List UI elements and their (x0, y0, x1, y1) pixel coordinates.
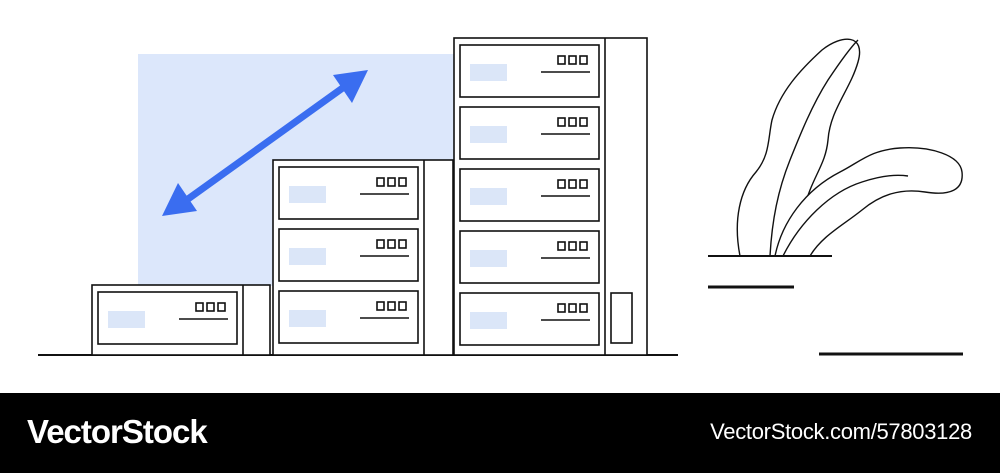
status-light (376, 239, 385, 249)
status-light (398, 301, 407, 311)
plant-icon (736, 38, 963, 257)
status-light (376, 177, 385, 187)
server-unit (278, 166, 419, 220)
status-light (557, 303, 566, 313)
server-rack (453, 37, 648, 356)
server-screen (289, 310, 326, 327)
rack-door (610, 292, 633, 344)
server-screen (470, 312, 507, 329)
server-screen (470, 64, 507, 81)
server-racks (91, 37, 648, 356)
status-light (398, 239, 407, 249)
status-light (579, 241, 588, 251)
watermark-bar: VectorStock VectorStock.com/57803128 (0, 393, 1000, 473)
status-light (387, 177, 396, 187)
server-rack (91, 284, 271, 356)
server-unit (278, 228, 419, 282)
status-light (557, 179, 566, 189)
server-rack (272, 159, 454, 356)
server-unit (459, 292, 600, 346)
status-light (568, 303, 577, 313)
double-arrow-icon (162, 70, 368, 216)
server-screen (108, 311, 145, 328)
server-unit (97, 291, 238, 345)
server-unit (278, 290, 419, 344)
status-light (376, 301, 385, 311)
status-light (206, 302, 215, 312)
server-unit (459, 230, 600, 284)
status-light (579, 117, 588, 127)
status-light (579, 303, 588, 313)
server-unit (459, 168, 600, 222)
status-light (195, 302, 204, 312)
server-screen (470, 250, 507, 267)
status-light (568, 55, 577, 65)
server-screen (289, 186, 326, 203)
server-growth-illustration (38, 37, 963, 356)
server-screen (470, 188, 507, 205)
status-light (387, 239, 396, 249)
status-light (557, 55, 566, 65)
status-light (398, 177, 407, 187)
status-light (579, 179, 588, 189)
status-light (557, 241, 566, 251)
status-light (217, 302, 226, 312)
status-light (568, 117, 577, 127)
server-screen (470, 126, 507, 143)
status-light (568, 241, 577, 251)
server-screen (289, 248, 326, 265)
server-unit (459, 106, 600, 160)
status-light (387, 301, 396, 311)
vectorstock-logo: VectorStock (27, 413, 208, 450)
image-credit: VectorStock.com/57803128 (710, 419, 972, 444)
status-light (579, 55, 588, 65)
status-light (568, 179, 577, 189)
server-unit (459, 44, 600, 98)
status-light (557, 117, 566, 127)
